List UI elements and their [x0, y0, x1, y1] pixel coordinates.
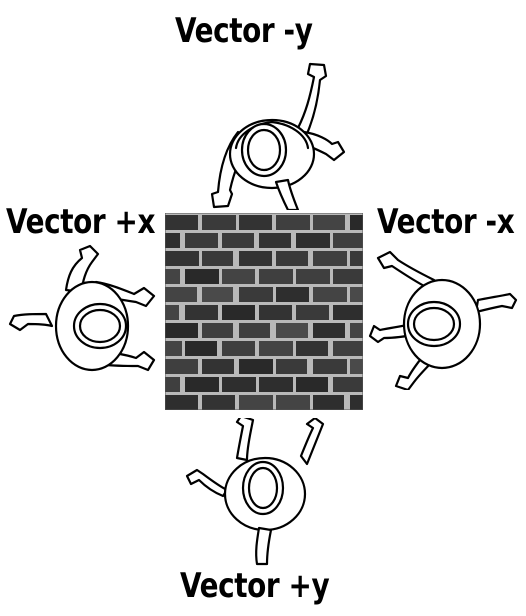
brick — [313, 215, 345, 230]
brick — [185, 341, 217, 356]
brick — [296, 341, 328, 356]
brick — [222, 377, 256, 392]
label-vector-neg-x: Vector -x — [377, 202, 515, 242]
brick — [313, 395, 344, 410]
brick — [313, 323, 345, 338]
brick — [185, 377, 219, 392]
brick — [276, 359, 307, 374]
brick — [276, 323, 308, 338]
brick — [165, 341, 182, 356]
brick — [333, 305, 363, 320]
brick — [259, 269, 293, 284]
brick — [165, 359, 198, 374]
brick — [202, 395, 235, 410]
brick — [259, 377, 293, 392]
label-vector-pos-x: Vector +x — [6, 202, 156, 242]
brick — [222, 341, 255, 356]
brick — [222, 233, 254, 248]
person-right-icon — [368, 250, 518, 390]
brick — [239, 287, 273, 302]
brick — [165, 287, 197, 302]
brick — [333, 233, 363, 248]
brick — [350, 395, 363, 410]
brick — [165, 395, 198, 410]
brick — [313, 251, 347, 266]
brick — [350, 323, 363, 338]
label-vector-pos-y: Vector +y — [180, 566, 330, 606]
brick-wall — [165, 213, 363, 410]
brick — [296, 269, 330, 284]
brick — [165, 305, 179, 320]
person-left-icon — [8, 244, 156, 372]
brick — [165, 269, 180, 284]
brick — [350, 251, 363, 266]
brick — [350, 359, 363, 374]
brick — [276, 215, 310, 230]
brick — [202, 359, 234, 374]
brick — [202, 251, 233, 266]
brick — [259, 341, 293, 356]
brick — [333, 269, 363, 284]
label-vector-neg-y: Vector -y — [175, 11, 313, 51]
brick — [276, 395, 310, 410]
bricks-group — [165, 215, 363, 410]
brick — [222, 305, 255, 320]
brick — [333, 341, 363, 356]
brick — [222, 269, 255, 284]
brick — [239, 395, 273, 410]
brick — [239, 215, 272, 230]
brick — [333, 377, 363, 392]
brick — [239, 323, 270, 338]
brick — [259, 305, 292, 320]
brick — [296, 233, 330, 248]
brick — [313, 287, 347, 302]
brick — [165, 323, 198, 338]
brick — [202, 323, 233, 338]
brick — [259, 233, 291, 248]
brick — [239, 251, 272, 266]
brick — [165, 215, 198, 230]
brick — [239, 359, 273, 374]
brick — [202, 215, 236, 230]
person-top-icon — [210, 62, 346, 210]
brick — [296, 305, 329, 320]
brick — [276, 251, 308, 266]
brick — [350, 287, 363, 302]
brick — [185, 305, 218, 320]
brick — [296, 377, 328, 392]
person-bottom-icon — [185, 418, 325, 566]
brick — [165, 251, 199, 266]
brick — [185, 269, 219, 284]
brick — [202, 287, 233, 302]
brick — [165, 377, 180, 392]
brick — [350, 215, 363, 230]
brick — [313, 359, 347, 374]
brick — [165, 233, 180, 248]
brick — [276, 287, 309, 302]
brick — [185, 233, 218, 248]
